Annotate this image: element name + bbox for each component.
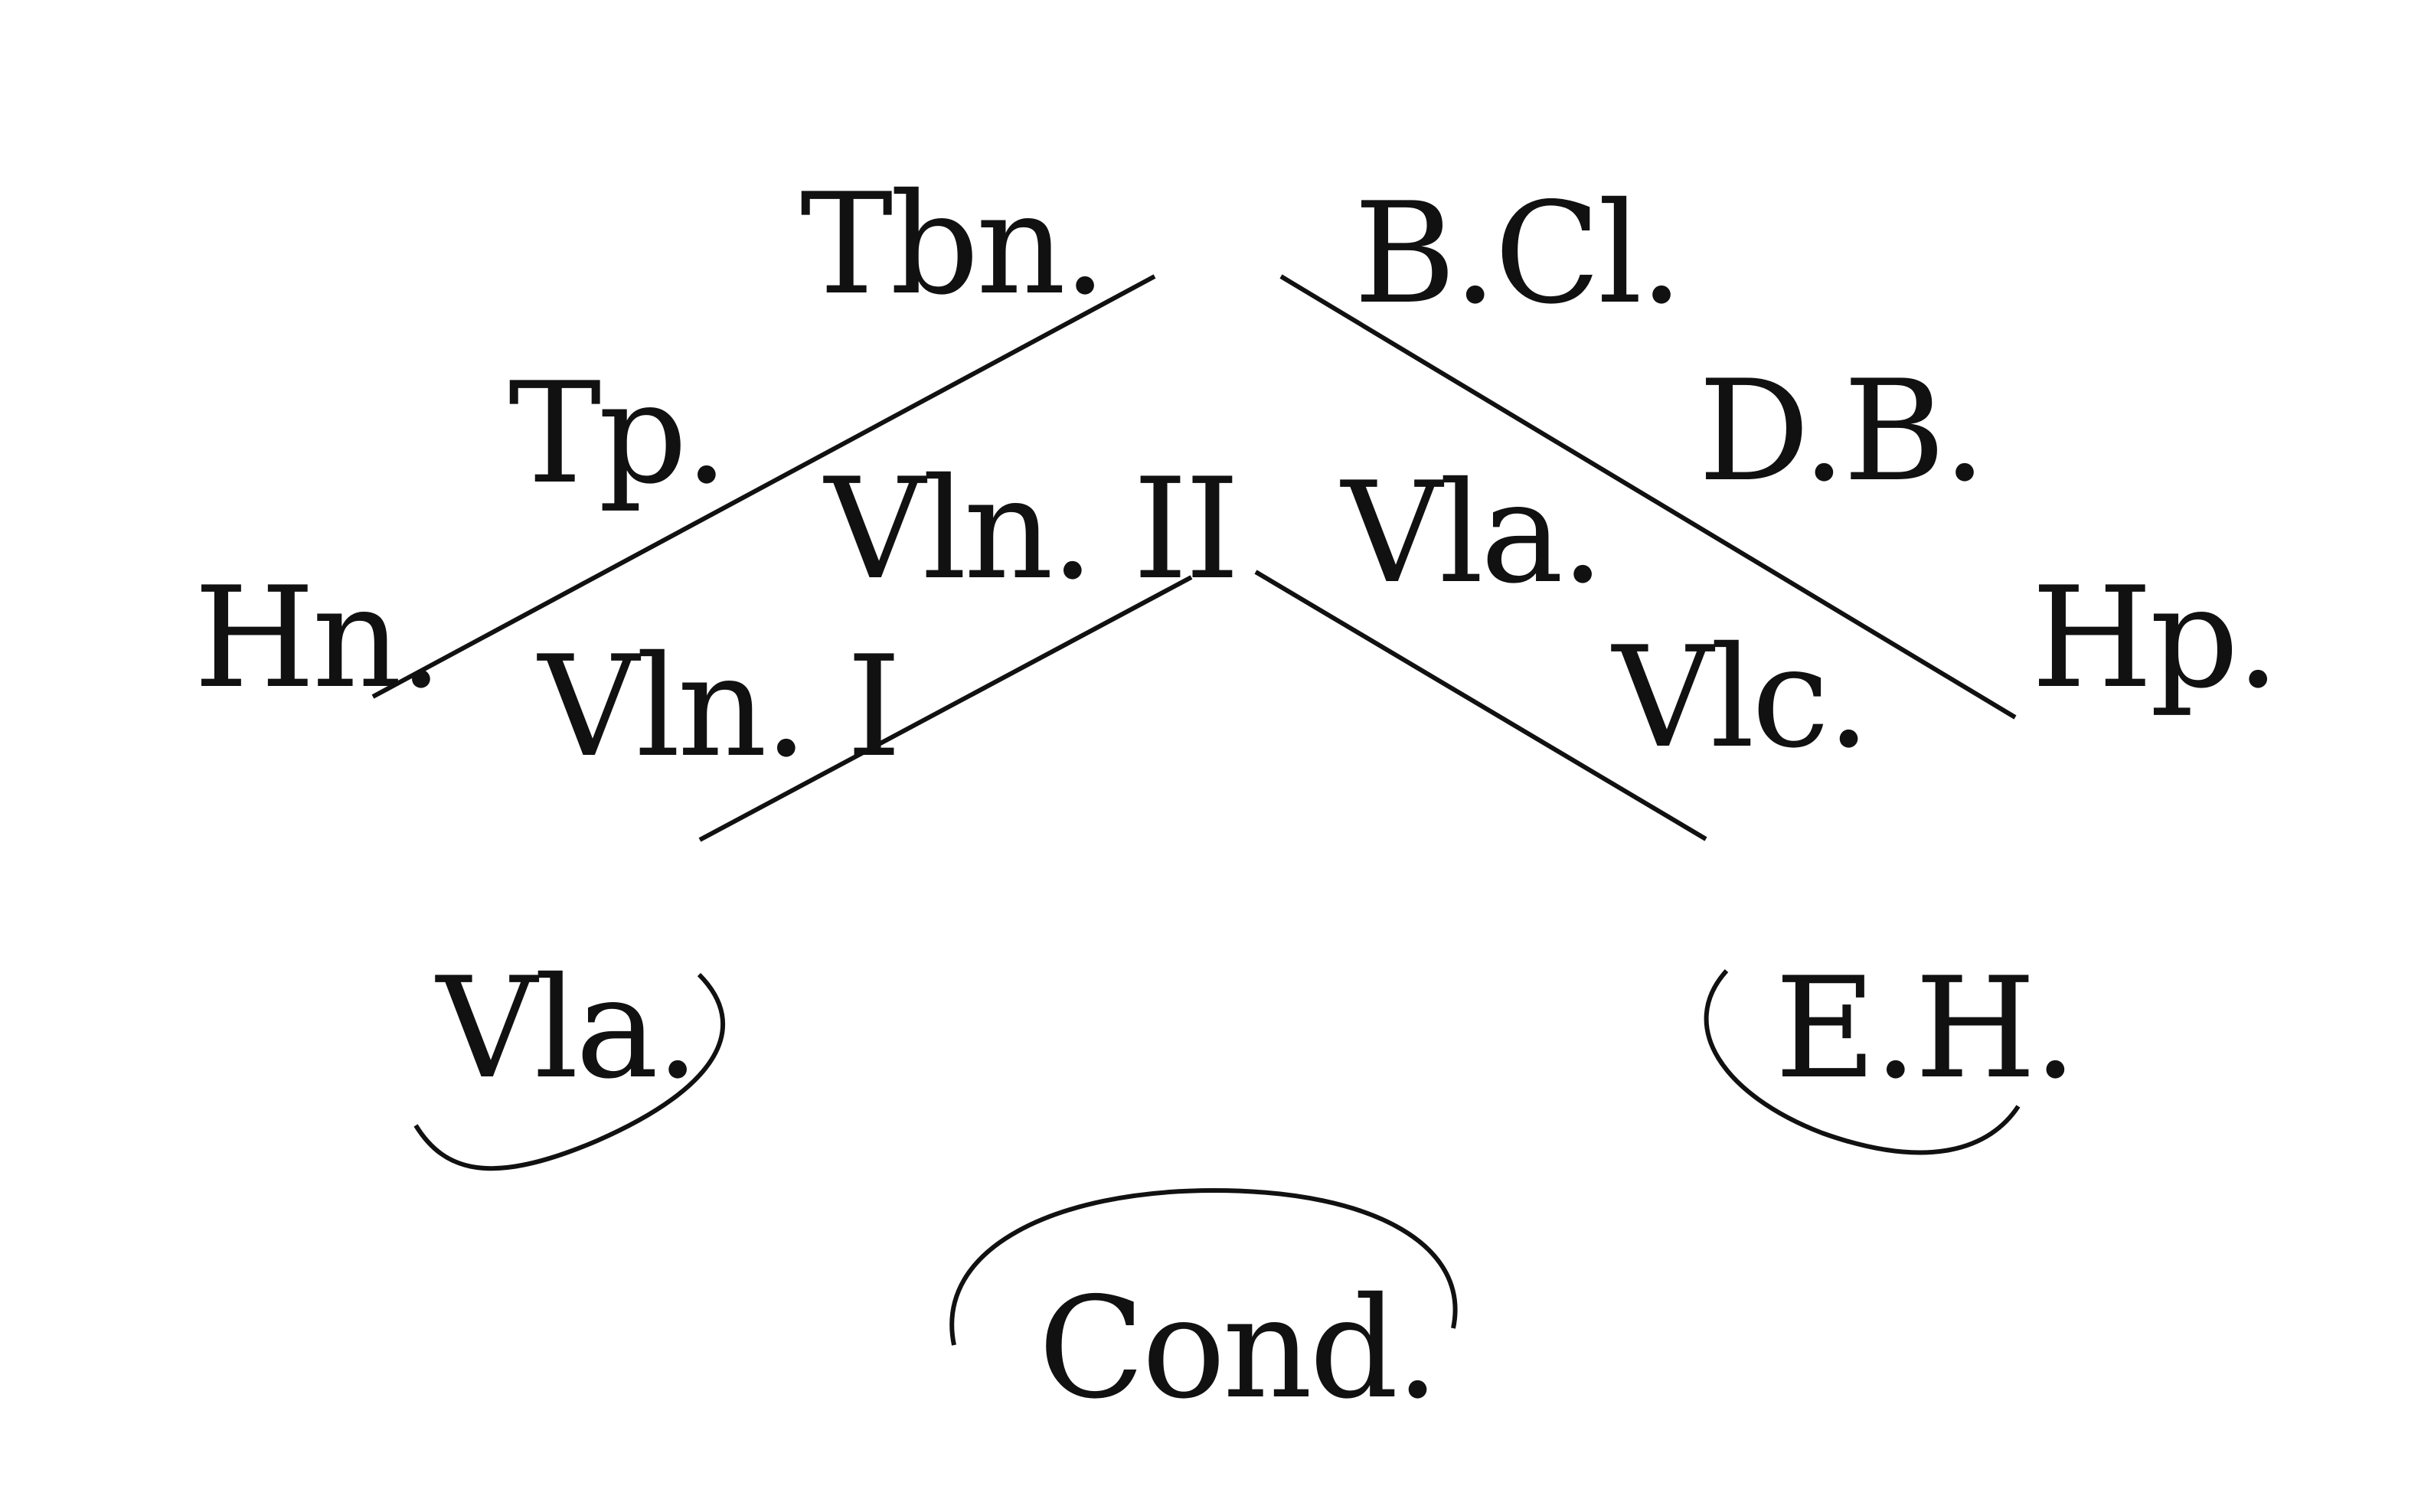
conductor-arc (949, 1187, 1458, 1346)
label-harp: Hp. (2031, 557, 2280, 719)
label-trumpet: Tp. (508, 352, 729, 514)
label-bass-clarinet: B.Cl. (1354, 172, 1684, 335)
label-viola-outer: Vla. (436, 947, 700, 1109)
label-violin-1: Vln. I (538, 625, 901, 788)
english-horn-arc (1704, 968, 2021, 1155)
label-viola-inner: Vla. (1341, 452, 1605, 614)
label-conductor: Cond. (1038, 1267, 1439, 1429)
inner-right-line (1254, 570, 1707, 841)
outer-right-line (1279, 274, 2017, 720)
label-violin-2: Vln. II (825, 448, 1240, 610)
outer-left-line (371, 274, 1156, 699)
label-trombone: Tbn. (800, 163, 1107, 325)
label-english-horn: E.H. (1775, 947, 2077, 1109)
viola-arc (413, 972, 726, 1171)
label-horn: Hn. (194, 557, 443, 719)
label-cello: Vlc. (1612, 616, 1870, 779)
label-double-bass: D.B. (1698, 350, 1987, 512)
inner-left-line (698, 575, 1193, 842)
